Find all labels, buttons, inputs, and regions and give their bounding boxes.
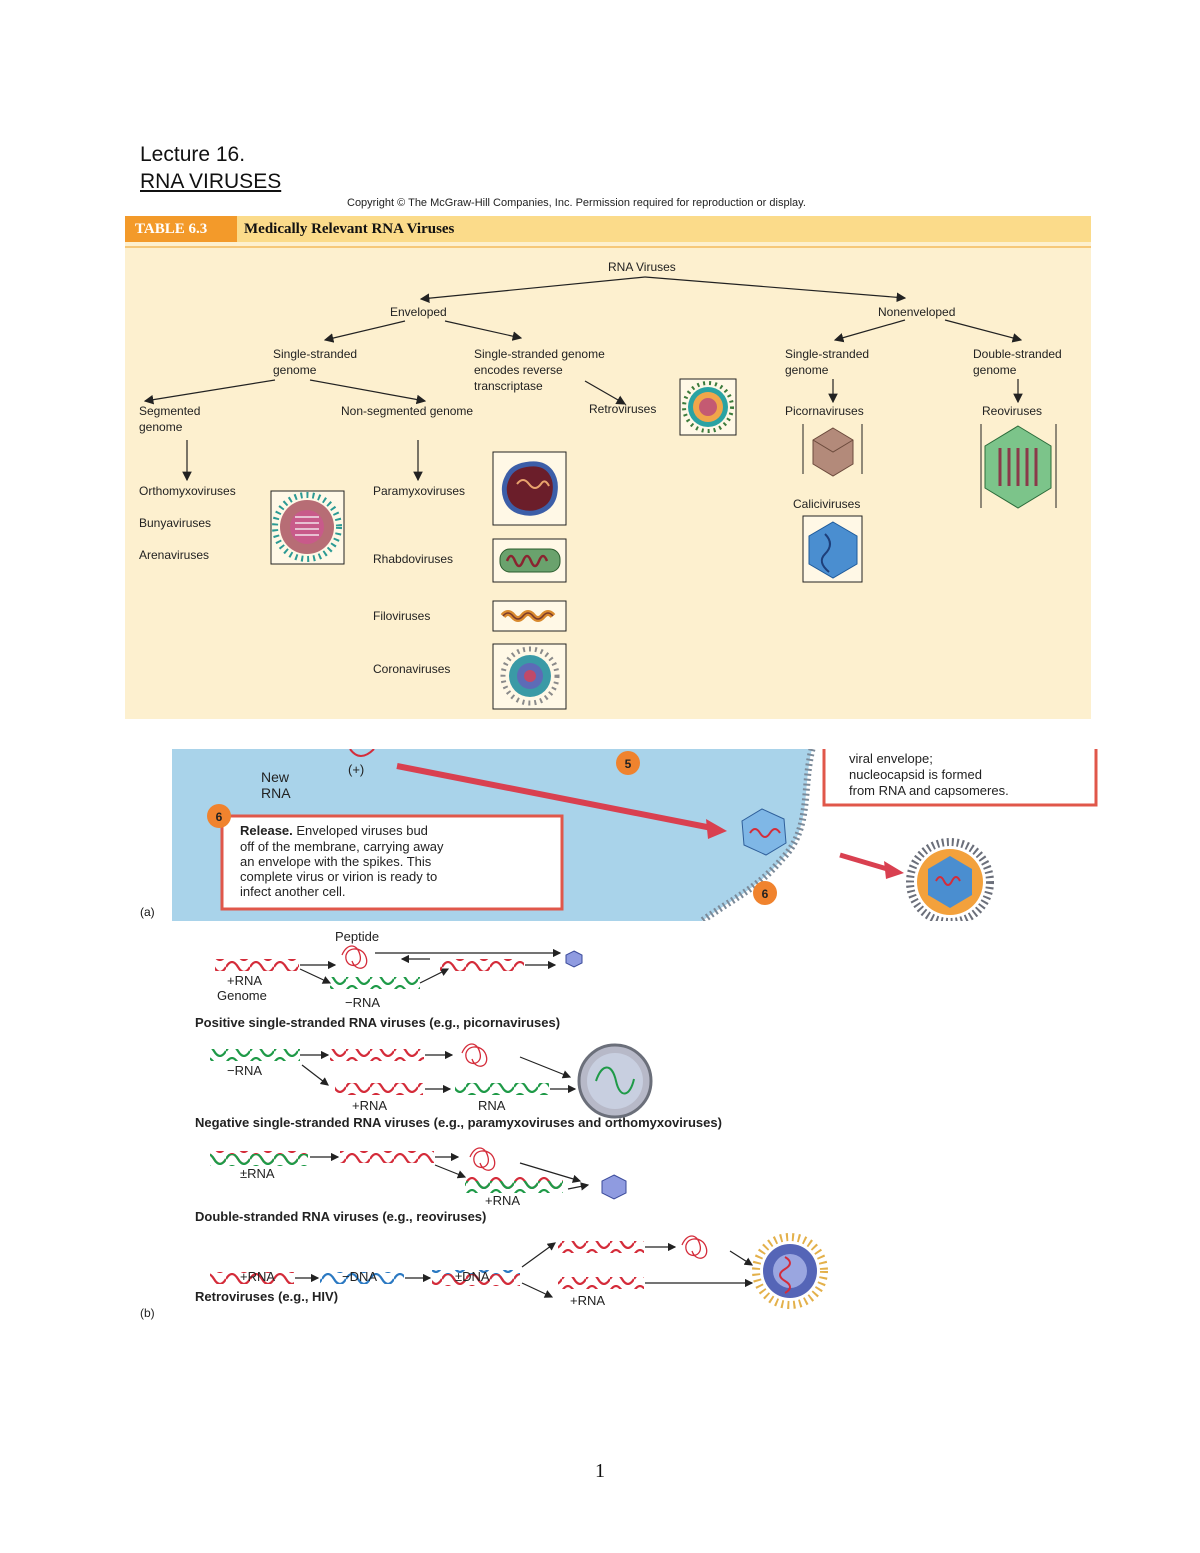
pos-caption: Positive single-stranded RNA viruses (e.… bbox=[195, 1015, 560, 1030]
node-enveloped: Enveloped bbox=[390, 305, 447, 319]
family-caliciviruses: Caliciviruses bbox=[793, 497, 860, 511]
node-rt-line3: transcriptase bbox=[474, 379, 543, 393]
node-env-genome: genome bbox=[273, 363, 317, 377]
table-tag: TABLE 6.3 bbox=[125, 216, 237, 242]
family-picornaviruses: Picornaviruses bbox=[785, 404, 864, 418]
node-ds-genome: genome bbox=[973, 363, 1017, 377]
neg-caption: Negative single-stranded RNA viruses (e.… bbox=[195, 1115, 722, 1130]
retro-plus-rna-2: +RNA bbox=[570, 1293, 605, 1308]
node-segmented: Segmented bbox=[139, 404, 200, 418]
page-number: 1 bbox=[595, 1460, 605, 1482]
coronavirus-image bbox=[492, 643, 567, 710]
node-segmented-genome: genome bbox=[139, 420, 183, 434]
retro-plus-rna: +RNA bbox=[240, 1269, 275, 1284]
rna-strands bbox=[210, 959, 644, 1289]
family-coronaviruses: Coronaviruses bbox=[373, 662, 450, 676]
filovirus-image bbox=[492, 600, 567, 632]
callout-5-line2: nucleocapsid is formed bbox=[849, 767, 982, 782]
node-nonenveloped: Nonenveloped bbox=[878, 305, 955, 319]
release-title: Release. bbox=[240, 823, 293, 838]
new-rna-line1: New bbox=[261, 769, 290, 785]
release-line3: an envelope with the spikes. This bbox=[240, 854, 432, 869]
retro-minus-dna: −DNA bbox=[342, 1269, 377, 1284]
neg-plus-rna: +RNA bbox=[352, 1098, 387, 1113]
ds-caption: Double-stranded RNA viruses (e.g., reovi… bbox=[195, 1209, 486, 1224]
pos-plus-rna: +RNA bbox=[227, 973, 262, 988]
release-line4: complete virus or virion is ready to bbox=[240, 869, 437, 884]
figure-a-budding: 5 6 New RNA (+) viral envelope; nucleoca… bbox=[172, 749, 1102, 921]
classification-tree: RNA Viruses Enveloped Nonenveloped Singl… bbox=[139, 260, 1062, 710]
family-rhabdoviruses: Rhabdoviruses bbox=[373, 552, 453, 566]
family-arenaviruses: Arenaviruses bbox=[139, 548, 209, 562]
pos-minus-rna: −RNA bbox=[345, 995, 380, 1010]
release-text-1: Enveloped viruses bud bbox=[293, 823, 428, 838]
tree-arrows bbox=[143, 276, 1023, 482]
table-divider bbox=[125, 246, 1091, 248]
node-double-stranded: Double-stranded bbox=[973, 347, 1062, 361]
rhabdovirus-image bbox=[492, 538, 567, 583]
node-rt-line1: Single-stranded genome bbox=[474, 347, 605, 361]
family-filoviruses: Filoviruses bbox=[373, 609, 430, 623]
retro-caption: Retroviruses (e.g., HIV) bbox=[195, 1289, 338, 1304]
rna-virus-table: TABLE 6.3 Medically Relevant RNA Viruses… bbox=[125, 216, 1091, 719]
reovirus-image bbox=[980, 424, 1057, 509]
peptide-coils bbox=[341, 945, 708, 1259]
table-header-bar bbox=[125, 216, 1091, 242]
callout-5-line3: from RNA and capsomeres. bbox=[849, 783, 1009, 798]
copyright-notice: Copyright © The McGraw-Hill Companies, I… bbox=[347, 197, 806, 209]
lecture-title: Lecture 16. bbox=[140, 143, 246, 166]
family-bunyaviruses: Bunyaviruses bbox=[139, 516, 211, 530]
node-rt-line2: encodes reverse bbox=[474, 363, 563, 377]
release-line2: off of the membrane, carrying away bbox=[240, 839, 444, 854]
paramyxovirus-image bbox=[492, 451, 567, 526]
table-title: Medically Relevant RNA Viruses bbox=[244, 221, 455, 237]
step-5-label: 5 bbox=[625, 757, 632, 771]
node-non-single-stranded: Single-stranded bbox=[785, 347, 869, 361]
step-6-label-right: 6 bbox=[762, 887, 769, 901]
budding-diagram: 5 6 New RNA (+) viral envelope; nucleoca… bbox=[172, 749, 1102, 921]
lecture-subtitle: RNA VIRUSES bbox=[140, 170, 282, 193]
calicivirus-image bbox=[802, 515, 863, 583]
family-reoviruses: Reoviruses bbox=[982, 404, 1042, 418]
replication-arrows bbox=[295, 948, 754, 1298]
plus-sense-label: (+) bbox=[348, 762, 364, 777]
step-6-label-left: 6 bbox=[216, 810, 223, 824]
panel-a-label: (a) bbox=[140, 905, 155, 919]
node-rna-viruses: RNA Viruses bbox=[608, 260, 676, 274]
retrovirus-image bbox=[679, 378, 737, 436]
new-rna-line2: RNA bbox=[261, 785, 291, 801]
ds-plus-rna: +RNA bbox=[485, 1193, 520, 1208]
release-line5: infect another cell. bbox=[240, 884, 346, 899]
picornavirus-image bbox=[802, 424, 863, 477]
node-nonsegmented: Non-segmented genome bbox=[341, 404, 473, 418]
family-orthomyxoviruses: Orthomyxoviruses bbox=[139, 484, 236, 498]
family-retroviruses: Retroviruses bbox=[589, 402, 656, 416]
virion-images bbox=[565, 950, 828, 1309]
peptide-label: Peptide bbox=[335, 929, 379, 944]
family-paramyxoviruses: Paramyxoviruses bbox=[373, 484, 465, 498]
release-line1: Release. Enveloped viruses bud bbox=[240, 823, 428, 838]
retro-pm-dna: ±DNA bbox=[455, 1269, 490, 1284]
node-non-ss-genome: genome bbox=[785, 363, 829, 377]
node-env-single-stranded: Single-stranded bbox=[273, 347, 357, 361]
neg-minus-rna: −RNA bbox=[227, 1063, 262, 1078]
neg-rna: RNA bbox=[478, 1098, 506, 1113]
orthomyxovirus-image bbox=[270, 490, 345, 565]
figure-b-replication: Peptide +RNA Genome −RNA Positive single… bbox=[140, 929, 828, 1320]
callout-5-line1: viral envelope; bbox=[849, 751, 933, 766]
panel-b-label: (b) bbox=[140, 1306, 155, 1320]
pos-genome: Genome bbox=[217, 988, 267, 1003]
ds-pm-rna: ±RNA bbox=[240, 1166, 275, 1181]
